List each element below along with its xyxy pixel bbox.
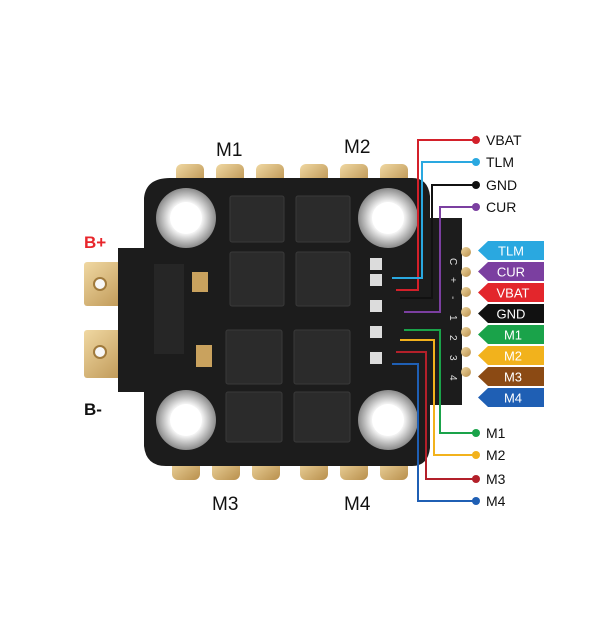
- motor-label-m4: M4: [344, 494, 371, 515]
- top-wires: [392, 139, 476, 313]
- connector-tag-label: M2: [504, 349, 522, 364]
- pad-labels: C + - 1 2 3 4: [447, 258, 458, 381]
- pad-label-2: 2: [447, 335, 458, 341]
- signal-connector-pads: [461, 247, 471, 377]
- bottom-wire-dots: [472, 429, 480, 505]
- top-wire-label-cur: CUR: [486, 199, 516, 215]
- pad-label-c: C: [447, 258, 458, 265]
- connector-tag-gnd: GND: [478, 304, 544, 323]
- bottom-wire-label-m4: M4: [486, 493, 506, 509]
- bottom-wire-label-m3: M3: [486, 471, 506, 487]
- mosfet-chips: [225, 195, 351, 443]
- bottom-wires: [392, 329, 476, 502]
- connector-tag-label: VBAT: [497, 286, 530, 301]
- pad-label-plus: +: [447, 277, 458, 283]
- top-wire-dots: [472, 136, 480, 211]
- connector-tag-tlm: TLM: [478, 241, 544, 260]
- connector-tag-vbat: VBAT: [478, 283, 544, 302]
- connector-tags: TLM CUR VBAT GND M1 M2 M3 M4: [478, 241, 544, 407]
- connector-tag-label: M4: [504, 391, 522, 406]
- bottom-wire-label-m2: M2: [486, 447, 506, 463]
- connector-tag-m2: M2: [478, 346, 544, 365]
- connector-tag-label: CUR: [497, 265, 525, 280]
- connector-tag-cur: CUR: [478, 262, 544, 281]
- top-wire-label-tlm: TLM: [486, 154, 514, 170]
- pad-label-4: 4: [447, 375, 458, 381]
- pad-label-1: 1: [447, 315, 458, 321]
- connector-tag-label: M1: [504, 328, 522, 343]
- connector-tag-label: GND: [497, 307, 526, 322]
- top-wire-label-gnd: GND: [486, 177, 517, 193]
- battery-negative-label: B-: [84, 400, 102, 419]
- motor-label-m1: M1: [216, 140, 242, 161]
- bottom-wire-label-m1: M1: [486, 425, 506, 441]
- mounting-holes: [156, 188, 418, 450]
- connector-tag-m4: M4: [478, 388, 544, 407]
- connector-tag-label: M3: [504, 370, 522, 385]
- motor-label-m2: M2: [344, 137, 370, 158]
- top-wire-label-vbat: VBAT: [486, 132, 522, 148]
- small-components: [154, 258, 382, 367]
- motor-label-m3: M3: [212, 494, 238, 515]
- pad-label-minus: -: [447, 296, 458, 299]
- connector-tag-m3: M3: [478, 367, 544, 386]
- connector-tag-m1: M1: [478, 325, 544, 344]
- connector-tag-label: TLM: [498, 244, 524, 259]
- battery-positive-label: B+: [84, 233, 106, 252]
- pad-label-3: 3: [447, 355, 458, 361]
